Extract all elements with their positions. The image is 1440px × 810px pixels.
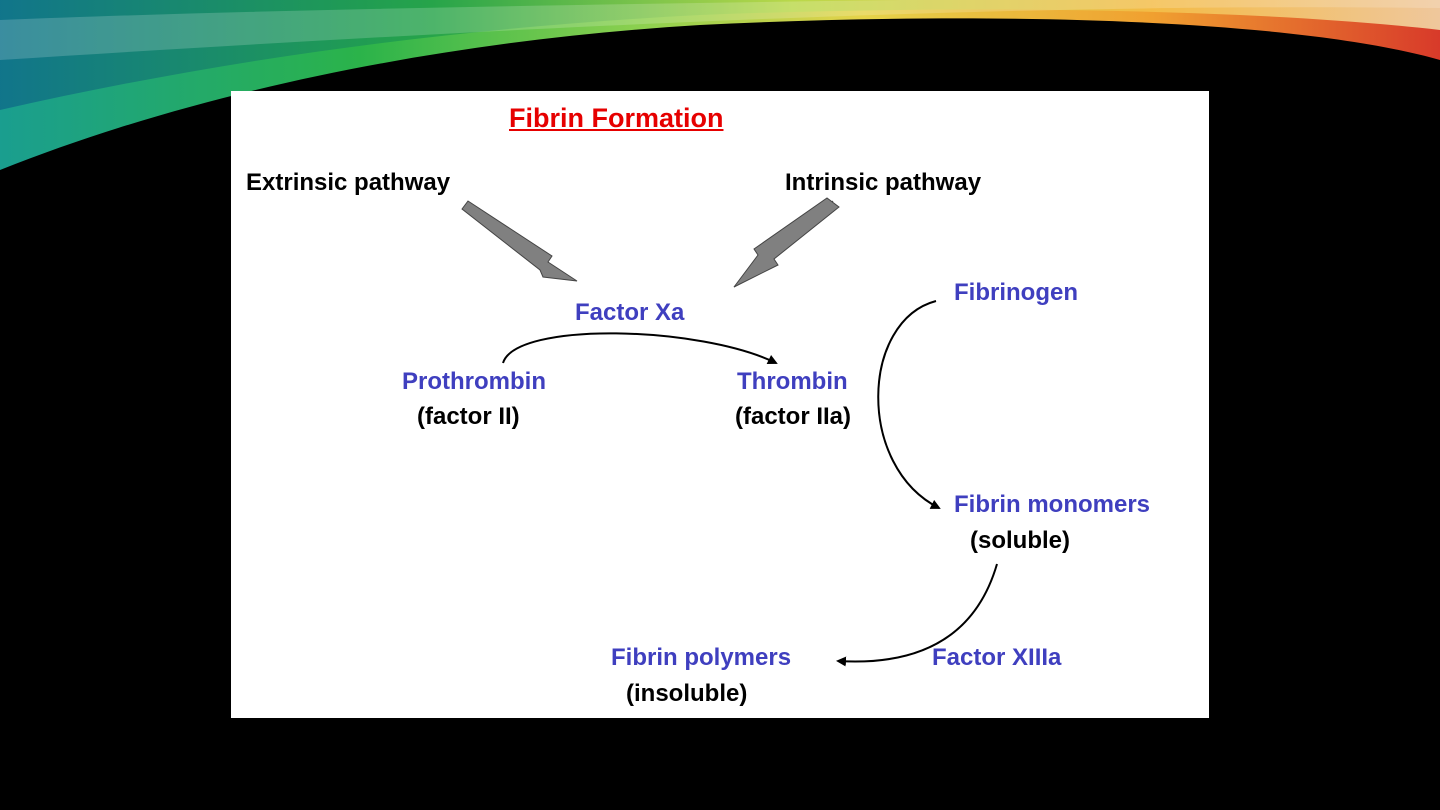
intrinsic-pathway-label: Intrinsic pathway <box>785 169 982 196</box>
monomers-to-polymers-arrow <box>836 563 998 667</box>
intrinsic-arrow-icon <box>733 197 840 288</box>
fibrin-monomers-label: Fibrin monomers <box>954 491 1151 518</box>
fibrin-monomers-sub-label: (soluble) <box>970 527 1070 554</box>
diagram-title: Fibrin Formation <box>509 103 724 133</box>
fibrin-polymers-label: Fibrin polymers <box>611 644 792 671</box>
prothrombin-sub-label: (factor II) <box>417 403 520 430</box>
extrinsic-arrow-icon <box>461 200 578 282</box>
fibrinogen-to-monomers-arrow <box>877 300 941 509</box>
extrinsic-pathway-label: Extrinsic pathway <box>246 169 451 196</box>
fibrin-polymers-sub-label: (insoluble) <box>626 680 748 707</box>
fibrinogen-label: Fibrinogen <box>954 279 1078 306</box>
factor-xa-label: Factor Xa <box>575 299 685 326</box>
decorative-swoosh-banner <box>0 0 1440 170</box>
prothrombin-to-thrombin-arrow <box>502 332 778 364</box>
diagram-panel: Fibrin Formation Extrinsic pathway Intri… <box>231 91 1209 718</box>
diagram-connectors <box>461 197 998 667</box>
thrombin-sub-label: (factor IIa) <box>735 403 852 430</box>
factor-xiiia-label: Factor XIIIa <box>932 644 1062 671</box>
prothrombin-label: Prothrombin <box>402 368 546 395</box>
thrombin-label: Thrombin <box>737 368 848 395</box>
